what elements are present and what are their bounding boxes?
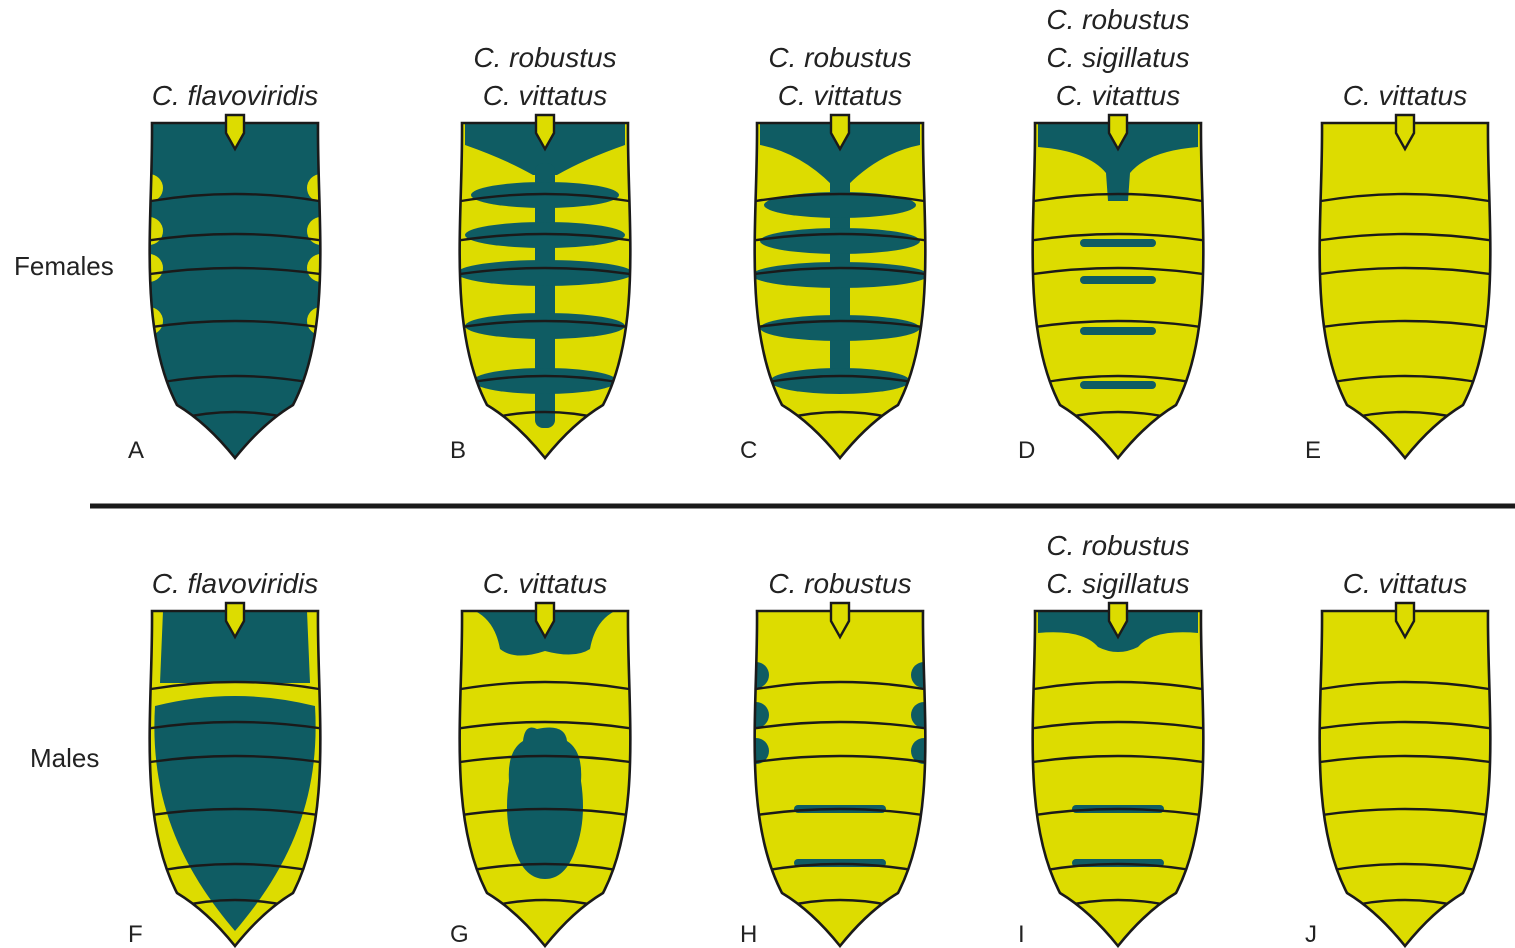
species-label: C. vitattus [1056,80,1180,111]
panel-letter: I [1018,921,1025,948]
species-label: C. flavoviridis [152,80,318,111]
lateral-spot [135,361,163,389]
panel-a: C. flavoviridisA [115,80,355,483]
panel-j: C. vittatusJ [1305,568,1497,948]
dark-band [760,228,920,254]
abdomen-body [1033,611,1204,946]
lateral-spot [307,307,335,335]
dark-band [760,315,920,341]
species-label: C. vittatus [483,80,607,111]
species-label: C. sigillatus [1046,42,1189,73]
dark-band [473,368,617,394]
panel-letter: C [740,437,757,464]
panel-letter: E [1305,437,1321,464]
panel-letter: F [128,921,143,948]
species-label: C. vittatus [1343,80,1467,111]
dark-band [752,262,928,288]
color-pattern [143,611,327,931]
panel-letter: A [128,437,144,464]
abdomen-body [1320,611,1491,946]
panel-letter: H [740,921,757,948]
panel-b: C. robustus C. vittatusB [450,42,637,464]
species-label: C. sigillatus [1046,568,1189,599]
row-label-males: Males [30,743,99,773]
central-blob [507,728,583,880]
species-label: C. vittatus [483,568,607,599]
panel-letter: D [1018,437,1035,464]
panel-letter: J [1305,921,1317,948]
species-label: C. vittatus [778,80,902,111]
lateral-spot [135,307,163,335]
species-label: C. robustus [768,568,911,599]
species-label: C. robustus [473,42,616,73]
dark-band [465,313,625,339]
species-label: C. vittatus [1343,568,1467,599]
central-teardrop [154,696,315,931]
panel-letter: B [450,437,466,464]
panel-d: C. robustus C. sigillatus C. vitattusD [1018,4,1210,464]
lateral-spot [307,361,335,389]
abdomen-body [755,611,926,946]
species-label: C. robustus [1046,530,1189,561]
dark-band [457,260,633,286]
species-label: C. robustus [1046,4,1189,35]
species-label: C. flavoviridis [152,568,318,599]
row-label-females: Females [14,251,114,281]
dark-band [770,368,910,394]
species-label: C. robustus [768,42,911,73]
lateral-spot [307,174,335,202]
abdomen-body [1320,123,1491,458]
panel-letter: G [450,921,469,948]
lateral-spot [135,174,163,202]
